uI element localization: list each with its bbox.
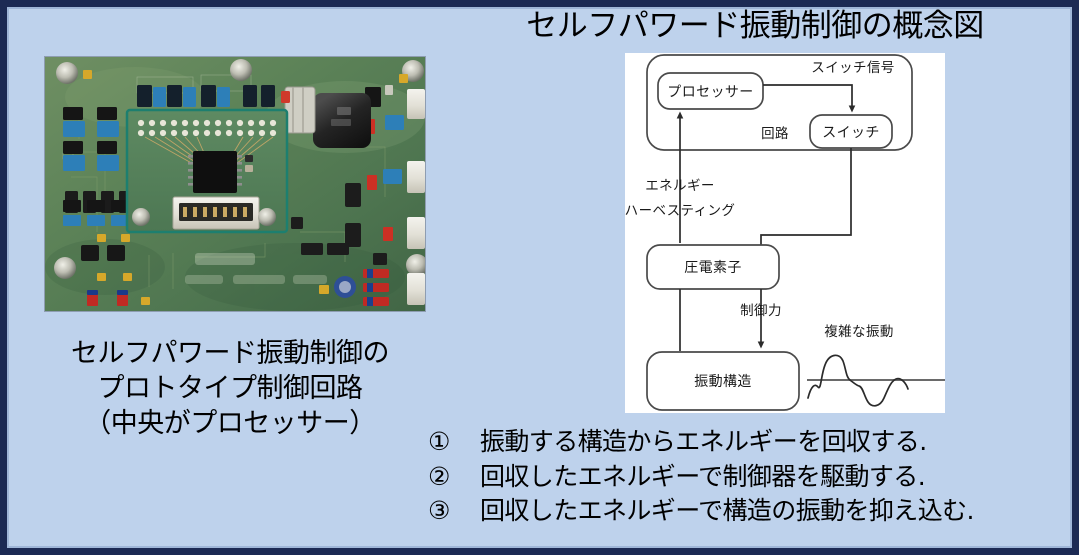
list-item: ③ 回収したエネルギーで構造の振動を抑え込む. (428, 494, 1058, 529)
piezo-node-label: 圧電素子 (684, 260, 742, 276)
processor-node-box (657, 72, 764, 110)
switch-signal-label: スイッチ信号 (811, 60, 894, 76)
photo-caption-line-2: プロトタイプ制御回路 (97, 373, 364, 405)
piezo-node-box (646, 244, 780, 290)
list-item-number: ② (428, 461, 450, 491)
switch-node-label: スイッチ (822, 125, 880, 141)
circuit-enclosure (646, 54, 913, 151)
photo-caption-line-3: （中央がプロセッサー） (84, 408, 376, 440)
list-item-text: 回収したエネルギーで構造の振動を抑え込む. (480, 496, 974, 525)
key-points-list: ① 振動する構造からエネルギーを回収する. ② 回収したエネルギーで制御器を駆動… (428, 425, 1058, 529)
circuit-label: 回路 (761, 126, 789, 142)
concept-diagram: プロセッサー スイッチ 回路 スイッチ信号 エネルギー ハーベスティング 圧電素… (625, 53, 945, 413)
switch-to-piezo-line (760, 148, 852, 245)
list-item-number: ③ (428, 496, 450, 525)
photo-caption: セルフパワード振動制御の プロトタイプ制御回路 （中央がプロセッサー） (30, 336, 430, 441)
diagram-title: セルフパワード振動制御の概念図 (526, 8, 984, 44)
list-item-number: ① (428, 427, 450, 456)
vibration-waveform (807, 354, 909, 407)
photo-caption-line-1: セルフパワード振動制御の (71, 338, 390, 369)
energy-harvesting-label-line2: ハーベスティング (625, 203, 735, 219)
processor-node-label: プロセッサー (667, 85, 753, 101)
complex-vibration-label: 複雑な振動 (824, 323, 894, 340)
list-item-text: 振動する構造からエネルギーを回収する. (480, 427, 927, 456)
control-force-label: 制御力 (740, 303, 782, 319)
switch-signal-arrow (763, 84, 856, 113)
energy-harvesting-label-line1: エネルギー (645, 178, 715, 194)
structure-node-label: 振動構造 (694, 374, 752, 390)
list-item-text: 回収したエネルギーで制御器を駆動する. (480, 461, 926, 491)
prototype-circuit-board-photo (45, 57, 425, 311)
list-item: ② 回収したエネルギーで制御器を駆動する. (428, 460, 1058, 495)
structure-node-box (646, 351, 800, 411)
list-item: ① 振動する構造からエネルギーを回収する. (428, 425, 1058, 460)
